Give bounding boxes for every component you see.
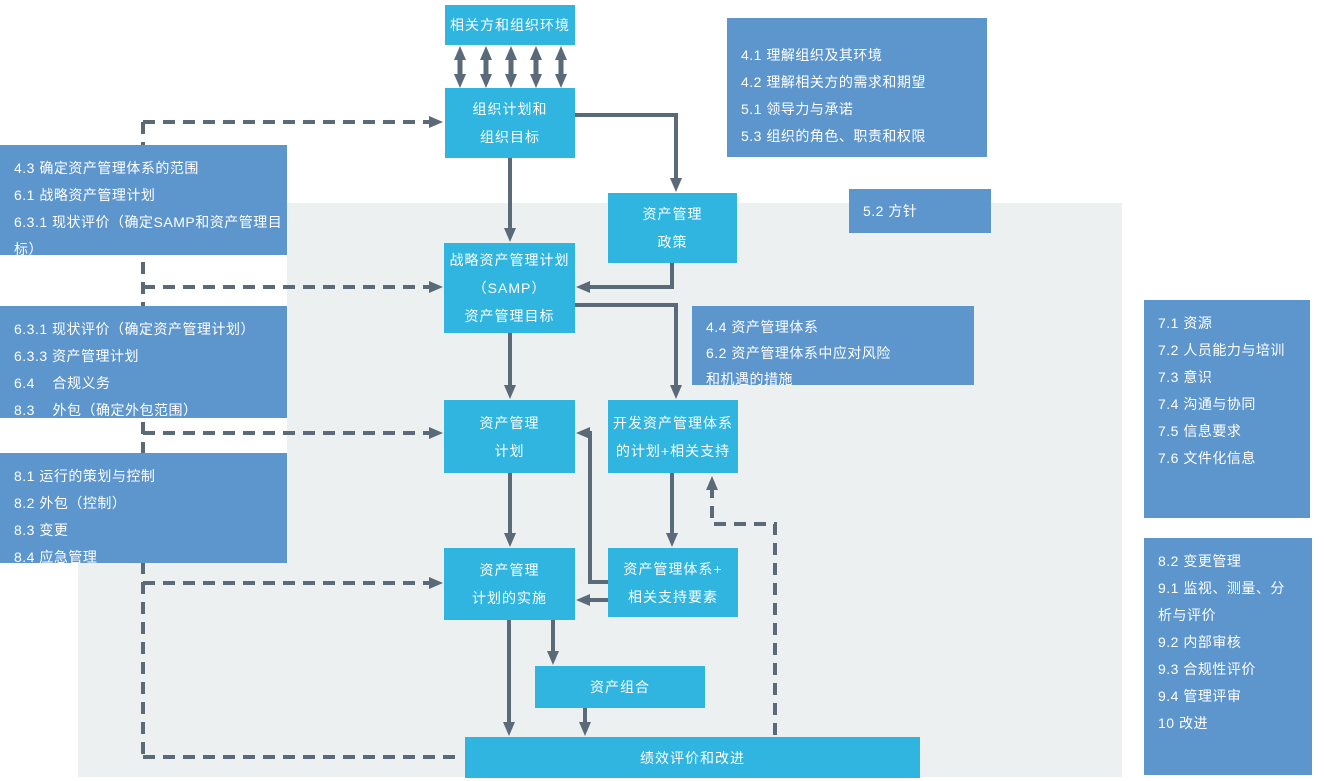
- node-samp-objectives: 战略资产管理计划 （SAMP） 资产管理目标: [444, 243, 575, 333]
- node-develop-ams-plan-support: 开发资产管理体系 的计划+相关支持: [608, 400, 738, 473]
- node-label: 资产管理: [479, 562, 540, 578]
- clause-line: 7.4 沟通与协同: [1158, 396, 1256, 412]
- clause-line: 5.1 领导力与承诺: [741, 101, 854, 117]
- node-label: 计划的实施: [472, 590, 547, 606]
- clause-line: 8.3 变更: [14, 522, 69, 538]
- clause-box-ams-risk: 4.4 资产管理体系 6.2 资产管理体系中应对风险 和机遇的措施: [692, 306, 974, 387]
- clause-line: 6.3.3 资产管理计划: [14, 348, 140, 364]
- clause-line: 4.4 资产管理体系: [706, 319, 819, 335]
- clause-line: 8.2 外包（控制）: [14, 495, 127, 511]
- node-label: 组织目标: [480, 129, 540, 145]
- node-plan-implementation: 资产管理 计划的实施: [444, 548, 575, 620]
- clause-line: 6.4 合规义务: [14, 375, 111, 391]
- clause-box-context-leadership: 4.1 理解组织及其环境 4.2 理解相关方的需求和期望 5.1 领导力与承诺 …: [727, 18, 987, 157]
- node-label: 资产组合: [590, 679, 650, 695]
- node-label: 相关支持要素: [628, 588, 718, 605]
- clause-line: 析与评价: [1158, 607, 1216, 623]
- node-label: 相关方和组织环境: [450, 17, 570, 33]
- clause-line: 6.3.1 现状评价（确定资产管理计划）: [14, 321, 256, 337]
- clause-line: 6.3.2 资产管理目标: [14, 268, 140, 284]
- clause-line: 8.1 运行的策划与控制: [14, 468, 156, 484]
- clause-line: 6.1 战略资产管理计划: [14, 187, 156, 203]
- clause-line: 6.3.1 现状评价（确定SAMP和资产管理目标）: [14, 214, 283, 257]
- node-label: 战略资产管理计划: [449, 252, 570, 268]
- clause-line: 7.1 资源: [1158, 315, 1213, 331]
- clause-box-policy: 5.2 方针: [849, 189, 991, 233]
- clause-line: 9.3 合规性评价: [1158, 661, 1256, 677]
- clause-line: 4.1 理解组织及其环境: [741, 47, 883, 63]
- clause-line: 7.3 意识: [1158, 369, 1213, 385]
- node-asset-portfolio: 资产组合: [535, 666, 705, 708]
- clause-line: 7.5 信息要求: [1158, 423, 1242, 439]
- clause-line: 8.2 变更管理: [1158, 553, 1242, 569]
- clause-line: 4.3 确定资产管理体系的范围: [14, 160, 199, 176]
- node-performance-evaluation-improvement: 绩效评价和改进: [465, 737, 920, 778]
- node-label: 资产管理: [642, 206, 703, 222]
- node-label: 组织计划和: [472, 101, 548, 117]
- node-label: （SAMP）: [472, 280, 547, 296]
- node-label: 的计划+相关支持: [615, 442, 731, 459]
- node-ams-support-elements: 资产管理体系+ 相关支持要素: [608, 548, 738, 617]
- clause-box-am-plan: 6.3.1 现状评价（确定资产管理计划） 6.3.3 资产管理计划 6.4 合规…: [0, 306, 287, 418]
- node-asset-management-plan: 资产管理 计划: [444, 400, 575, 473]
- clause-box-evaluation-improvement: 8.2 变更管理 9.1 监视、测量、分 析与评价 9.2 内部审核 9.3 合…: [1144, 538, 1312, 775]
- clause-line: 5.3 组织的角色、职责和权限: [741, 128, 926, 144]
- node-organizational-plan-objectives: 组织计划和 组织目标: [445, 88, 575, 158]
- clause-line: 6.2 资产管理体系中应对风险: [706, 345, 891, 361]
- clause-line: 5.2 方针: [863, 203, 918, 219]
- clause-line: 9.4 管理评审: [1158, 688, 1242, 704]
- node-stakeholders-environment: 相关方和组织环境: [445, 5, 575, 45]
- node-asset-management-policy: 资产管理 政策: [608, 193, 737, 263]
- clause-box-operation: 8.1 运行的策划与控制 8.2 外包（控制） 8.3 变更 8.4 应急管理: [0, 453, 287, 565]
- background-panel-bottom-left: [78, 563, 287, 777]
- clause-line: 和机遇的措施: [706, 371, 793, 387]
- node-label: 开发资产管理体系: [613, 414, 733, 431]
- clause-box-support: 7.1 资源 7.2 人员能力与培训 7.3 意识 7.4 沟通与协同 7.5 …: [1144, 300, 1310, 518]
- node-label: 绩效评价和改进: [640, 749, 745, 766]
- clause-line: 10 改进: [1158, 715, 1208, 731]
- node-label: 计划: [494, 442, 525, 459]
- clause-line: 4.2 理解相关方的需求和期望: [741, 74, 926, 90]
- clause-line: 7.6 文件化信息: [1158, 450, 1256, 466]
- node-label: 资产管理目标: [464, 308, 555, 324]
- clause-line: 7.2 人员能力与培训: [1158, 342, 1285, 358]
- clause-line: 8.3 外包（确定外包范围）: [14, 402, 198, 418]
- node-label: 资产管理: [479, 414, 540, 431]
- node-label: 资产管理体系+: [623, 560, 723, 577]
- clause-line: 8.4 应急管理: [14, 549, 98, 565]
- clause-line: 9.2 内部审核: [1158, 634, 1242, 650]
- clause-line: 9.1 监视、测量、分: [1158, 580, 1285, 596]
- clause-box-scope-samp: 4.3 确定资产管理体系的范围 6.1 战略资产管理计划 6.3.1 现状评价（…: [0, 145, 287, 284]
- node-label: 政策: [657, 234, 688, 250]
